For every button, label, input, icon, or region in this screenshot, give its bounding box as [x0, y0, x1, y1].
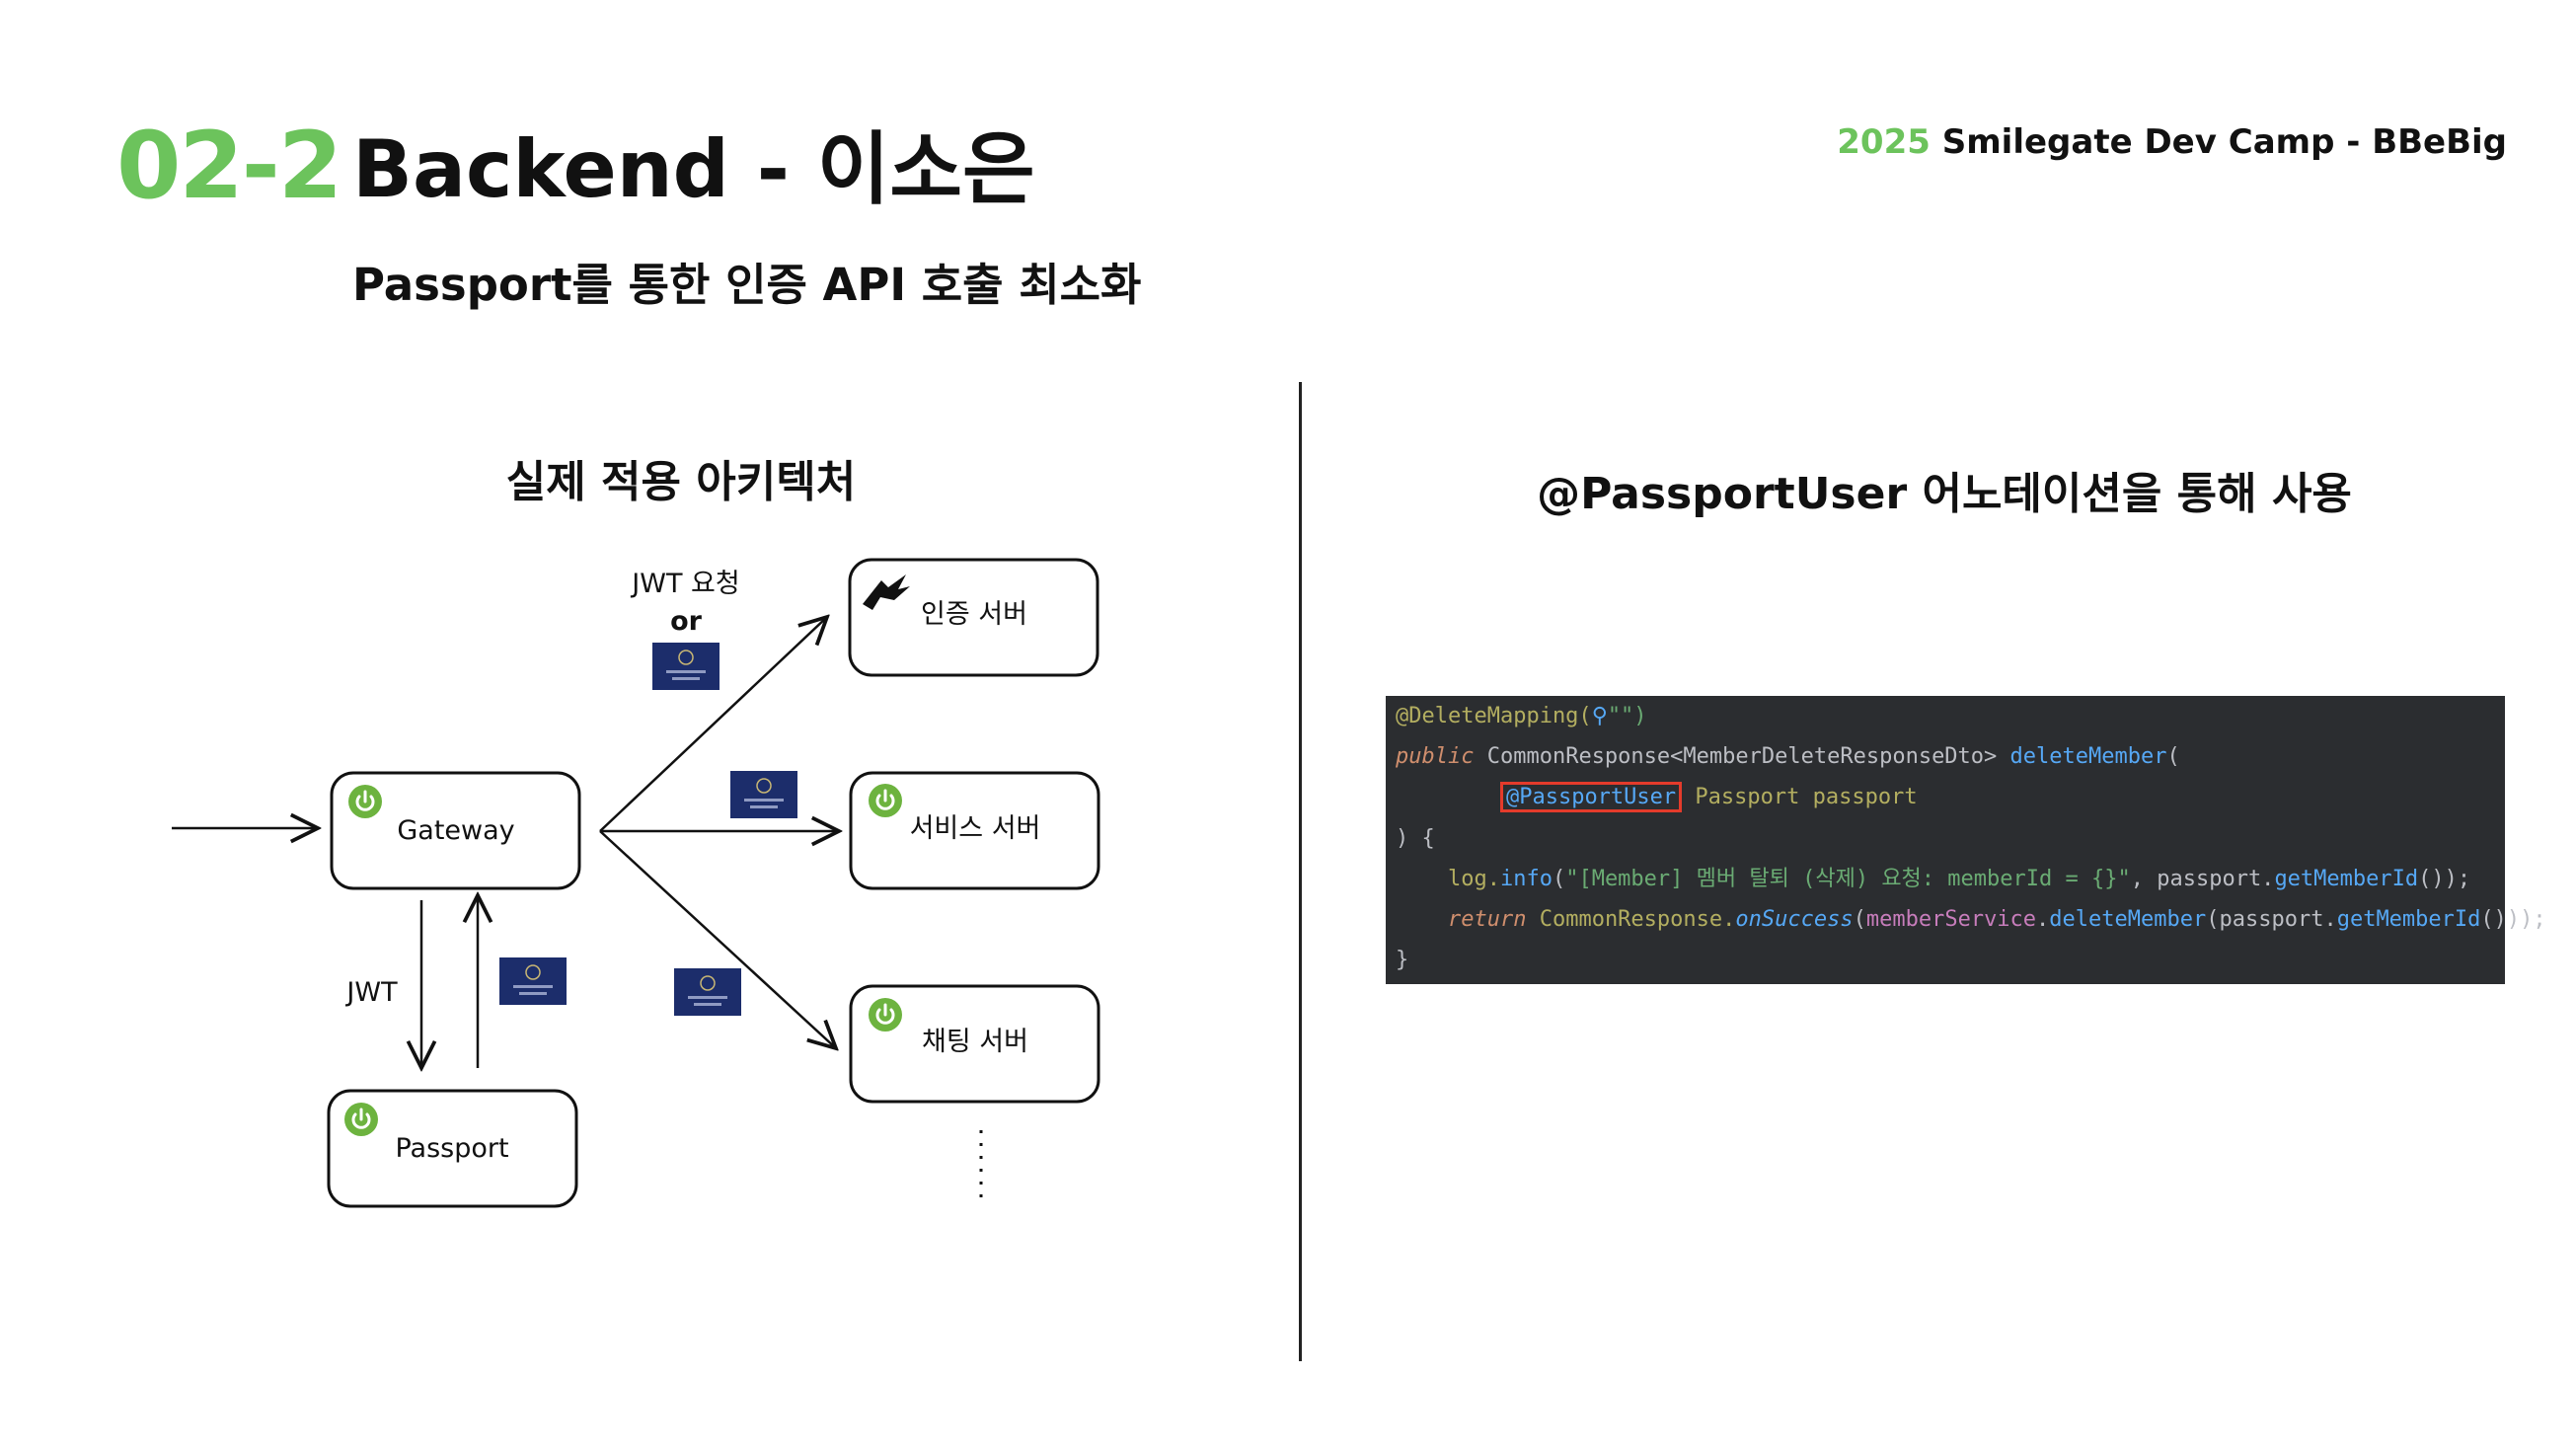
brace-token: ) {	[1396, 826, 1435, 851]
chat-server-label: 채팅 서버	[922, 1027, 1028, 1057]
auth-server-label: 인증 서버	[921, 599, 1027, 630]
passport-card-icon	[498, 956, 568, 1006]
paren-token: (	[1552, 867, 1566, 891]
paren-token: (	[1853, 907, 1866, 932]
indent-token	[1396, 785, 1500, 809]
log-token: log.	[1396, 867, 1500, 891]
code-line: @PassportUser Passport passport	[1396, 782, 1918, 812]
architecture-heading: 실제 적용 아키텍처	[505, 457, 857, 507]
indent-token	[1396, 907, 1448, 932]
chat-server-node: 채팅 서버	[849, 984, 1100, 1104]
code-snippet: @DeleteMapping(⚲"") public CommonRespons…	[1386, 696, 2546, 984]
globe-icon: ⚲	[1591, 704, 1608, 728]
spring-power-icon	[867, 782, 904, 819]
brand-label: 2025 Smilegate Dev Camp - BBeBig	[1837, 122, 2507, 162]
type-token: CommonResponse.	[1526, 907, 1736, 932]
string-token: "")	[1607, 704, 1647, 728]
code-line: return CommonResponse.onSuccess(memberSe…	[1396, 905, 2546, 935]
paren-token: (	[2166, 744, 2180, 769]
page-title: Backend - 이소은	[352, 123, 1035, 215]
type-token: CommonResponse<MemberDeleteResponseDto>	[1474, 744, 2010, 769]
method-token: onSuccess	[1735, 907, 1854, 932]
code-line: public CommonResponse<MemberDeleteRespon…	[1396, 742, 2180, 772]
page-subtitle: Passport를 통한 인증 API 호출 최소화	[352, 259, 1142, 311]
passport-label: Passport	[395, 1133, 508, 1164]
string-token: "[Member] 멤버 탈퇴 (삭제) 요청: memberId = {}"	[1565, 867, 2131, 891]
spring-power-icon	[867, 996, 904, 1033]
paren-token: ());	[2418, 867, 2471, 891]
gateway-to-auth-arrow	[599, 617, 827, 832]
or-label: or	[670, 606, 703, 637]
code-line: }	[1396, 946, 1408, 975]
code-line: @DeleteMapping(⚲"")	[1396, 702, 1647, 731]
paren-token: ()));	[2480, 907, 2546, 932]
text-token: (passport.	[2206, 907, 2337, 932]
brace-token: }	[1396, 948, 1409, 972]
gateway-label: Gateway	[397, 815, 514, 846]
passport-card-icon	[673, 967, 742, 1017]
method-token: info	[1499, 867, 1553, 891]
jwt-label: JWT	[344, 977, 398, 1008]
method-token: getMemberId	[2336, 907, 2481, 932]
service-server-node: 서비스 서버	[849, 771, 1100, 890]
spring-power-icon	[346, 783, 384, 820]
column-divider	[1299, 382, 1302, 1361]
param-token: Passport passport	[1682, 785, 1918, 809]
passport-card-icon	[651, 642, 720, 691]
dot-token: .	[2036, 907, 2050, 932]
text-token: , passport.	[2130, 867, 2275, 891]
spring-power-icon	[342, 1101, 380, 1138]
code-line: ) {	[1396, 824, 1435, 854]
method-token: deleteMember	[2049, 907, 2207, 932]
section-number: 02-2	[116, 113, 342, 220]
code-line: log.info("[Member] 멤버 탈퇴 (삭제) 요청: member…	[1396, 865, 2470, 894]
gateway-to-chat-arrow	[599, 830, 836, 1048]
method-token: getMemberId	[2274, 867, 2419, 891]
brand-text: Smilegate Dev Camp - BBeBig	[1941, 122, 2507, 162]
passport-user-annotation-highlight: @PassportUser	[1499, 782, 1683, 812]
field-token: memberService	[1865, 907, 2037, 932]
auth-server-node: 인증 서버	[848, 558, 1099, 677]
wing-logo-icon	[863, 574, 910, 610]
brand-year: 2025	[1837, 122, 1931, 162]
keyword-token: return	[1447, 907, 1527, 932]
gateway-node: Gateway	[330, 771, 581, 890]
keyword-token: public	[1396, 744, 1475, 769]
annotation-heading: @PassportUser 어노테이션을 통해 사용	[1537, 469, 2352, 519]
method-token: deleteMember	[2009, 744, 2167, 769]
passport-node: Passport	[327, 1089, 578, 1208]
jwt-request-label: JWT 요청	[630, 569, 739, 599]
service-server-label: 서비스 서버	[910, 813, 1041, 844]
annotation-token: @DeleteMapping(	[1396, 704, 1592, 728]
passport-card-icon	[729, 770, 798, 819]
